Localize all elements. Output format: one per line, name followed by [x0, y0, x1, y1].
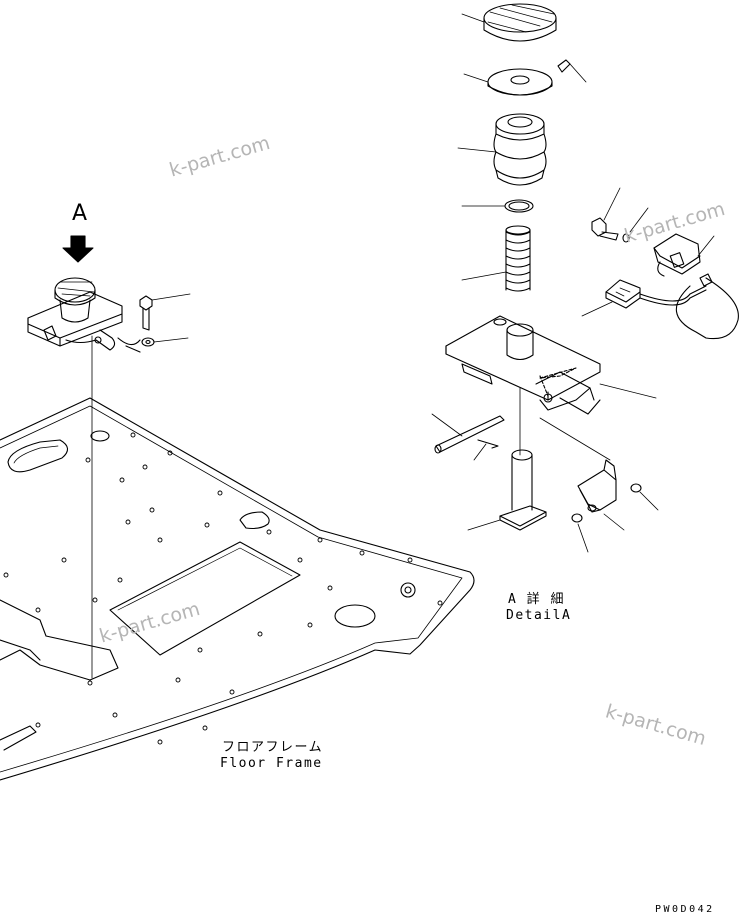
clevis-pin — [431, 413, 505, 454]
detail-a-explosion — [431, 3, 739, 553]
detail-label-jp: A 詳 細 — [508, 592, 565, 607]
washer-left — [571, 513, 589, 553]
bracket — [577, 459, 625, 531]
slot-cutout — [239, 511, 270, 530]
view-arrow — [62, 235, 94, 263]
spring — [461, 225, 531, 292]
bolt-holes — [3, 432, 443, 745]
rubber-pad — [461, 3, 557, 42]
o-ring — [461, 199, 534, 213]
drawing-code: PW0D042 — [655, 904, 715, 915]
oval-cutout — [7, 439, 69, 473]
view-letter: A — [72, 201, 88, 226]
floor-label-en: Floor Frame — [220, 756, 323, 771]
washer-right — [630, 483, 659, 511]
plate — [463, 68, 553, 96]
pin-small — [557, 59, 587, 83]
detail-label-en: DetailA — [506, 608, 572, 623]
bottom-slot — [0, 725, 37, 751]
rubber-boot — [457, 113, 547, 186]
plunger-rod — [467, 449, 547, 531]
cotter-pin — [473, 439, 499, 461]
harness — [639, 273, 739, 340]
nut — [400, 582, 416, 598]
rect-cutout — [109, 541, 301, 656]
floor-label-jp: フロアフレーム — [222, 740, 324, 755]
switch-bolt — [591, 187, 621, 241]
pedal-assembly-small — [27, 277, 191, 679]
pedal-mount-hole — [90, 430, 110, 442]
floor-frame — [0, 397, 475, 781]
round-hole — [334, 604, 376, 628]
base-plate — [445, 315, 657, 415]
switch-washer — [622, 207, 649, 243]
limit-switch — [653, 233, 715, 277]
connector — [581, 279, 641, 317]
